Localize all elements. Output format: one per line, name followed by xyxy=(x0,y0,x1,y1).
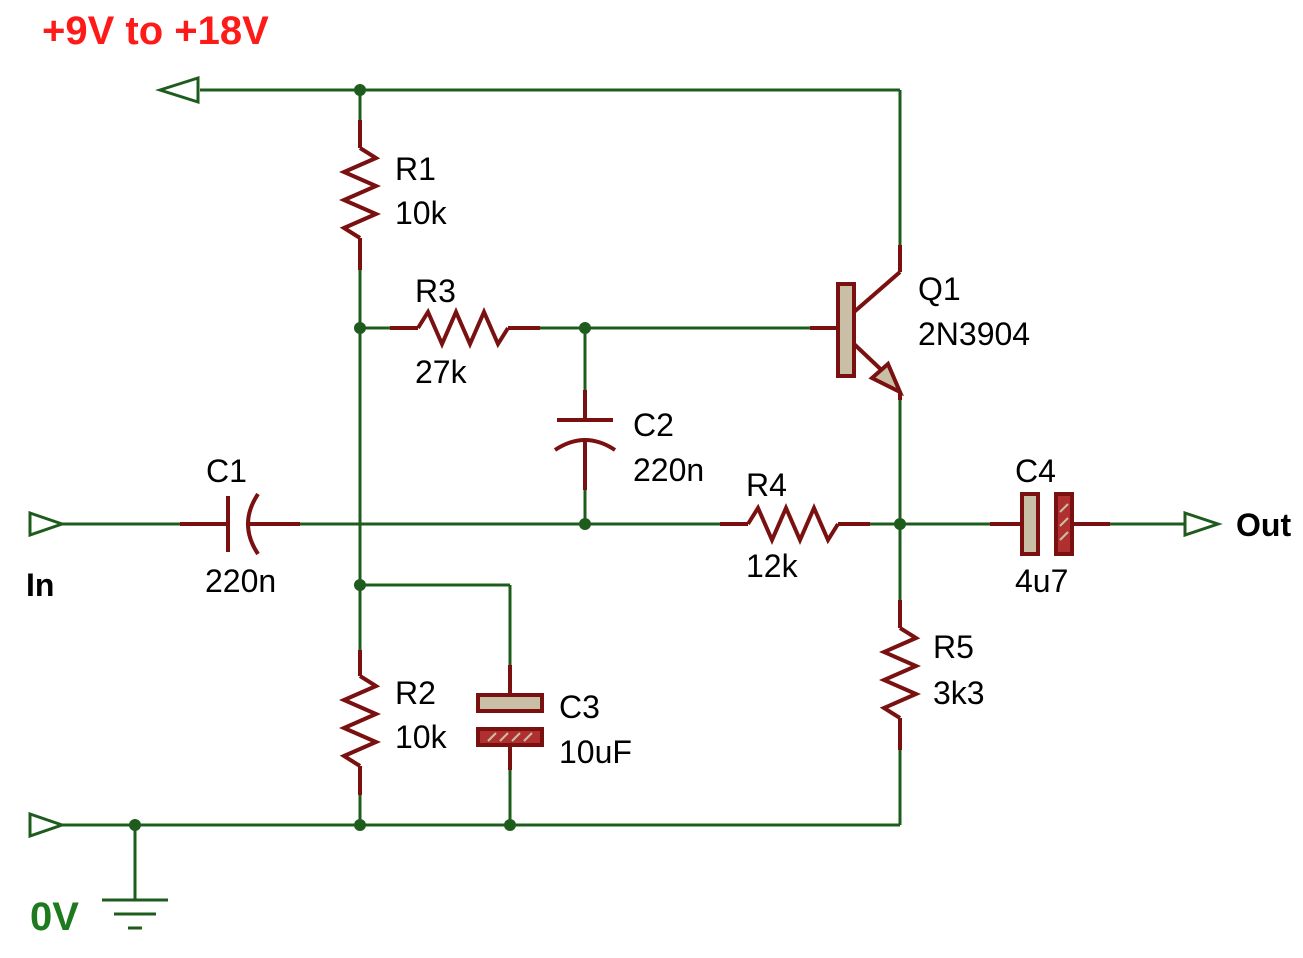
output-label: Out xyxy=(1236,507,1291,543)
transistor-q1 xyxy=(810,245,904,400)
r1-ref: R1 xyxy=(395,151,436,187)
resistor-r4 xyxy=(720,503,870,545)
r3-ref: R3 xyxy=(415,273,456,309)
capacitor-c3 xyxy=(476,665,544,770)
c1-ref: C1 xyxy=(206,453,247,489)
r2-ref: R2 xyxy=(395,675,436,711)
ground-terminal-arrow xyxy=(28,811,67,839)
r2-value: 10k xyxy=(395,719,448,755)
supply-voltage-label: +9V to +18V xyxy=(42,9,269,53)
supply-terminal-arrow xyxy=(155,75,200,105)
ground-voltage-label: 0V xyxy=(30,895,79,939)
r1-value: 10k xyxy=(395,195,448,231)
c4-value: 4u7 xyxy=(1015,563,1068,599)
ground-symbol-icon xyxy=(102,898,168,930)
junction-dots xyxy=(129,84,906,831)
r4-value: 12k xyxy=(746,548,799,584)
capacitor-c4 xyxy=(990,492,1110,556)
capacitor-c2 xyxy=(553,390,617,490)
capacitor-c1 xyxy=(180,492,300,556)
input-label: In xyxy=(26,567,54,603)
q1-value: 2N3904 xyxy=(918,316,1030,352)
resistor-r3 xyxy=(390,307,540,349)
r4-ref: R4 xyxy=(746,467,787,503)
q1-ref: Q1 xyxy=(918,271,961,307)
c2-ref: C2 xyxy=(633,407,674,443)
wires xyxy=(62,88,1185,900)
r5-value: 3k3 xyxy=(933,675,985,711)
output-terminal-arrow xyxy=(1183,510,1223,538)
r3-value: 27k xyxy=(415,354,468,390)
c1-value: 220n xyxy=(205,563,276,599)
r5-ref: R5 xyxy=(933,629,974,665)
c2-value: 220n xyxy=(633,452,704,488)
c3-ref: C3 xyxy=(559,689,600,725)
resistor-r2 xyxy=(339,650,381,795)
c4-ref: C4 xyxy=(1015,453,1056,489)
resistor-r1 xyxy=(339,120,381,270)
resistor-r5 xyxy=(879,600,921,750)
c3-value: 10uF xyxy=(559,734,632,770)
input-terminal-arrow xyxy=(28,510,67,538)
